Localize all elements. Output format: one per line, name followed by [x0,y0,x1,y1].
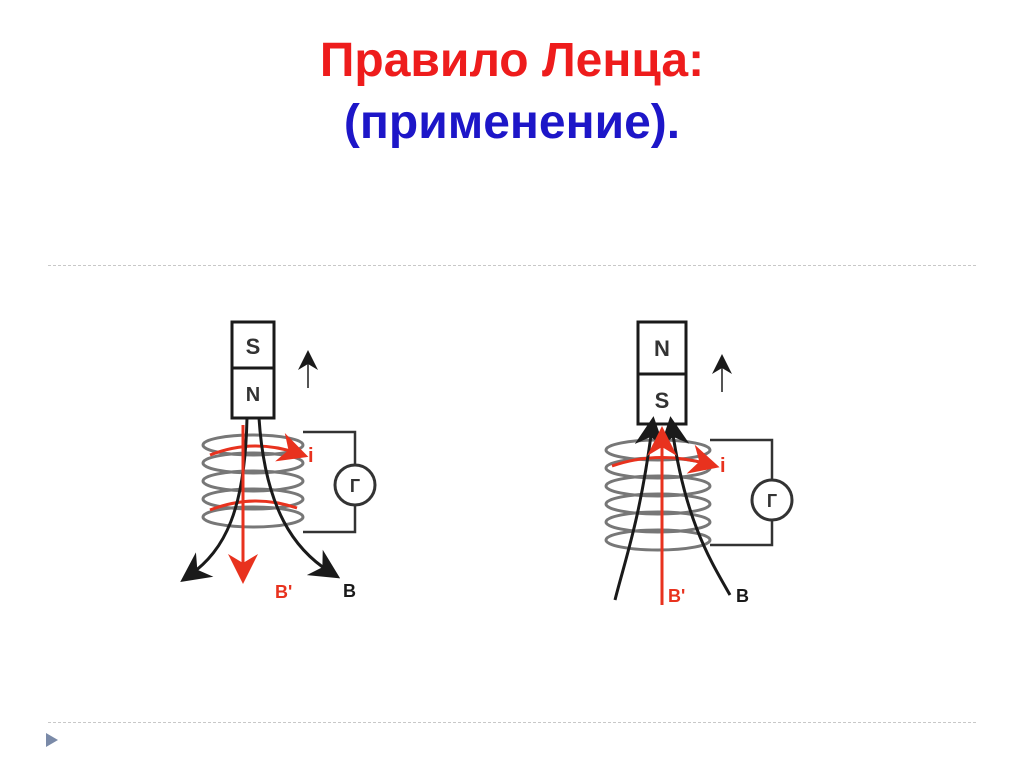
induced-field-label: B' [275,582,292,602]
circuit-wire [303,430,357,534]
galvanometer-icon: Г [333,463,377,507]
triangle-right-icon[interactable] [46,733,58,747]
lenz-diagram-right: N S i B B' [600,310,800,615]
lenz-diagram-left: S N i B B' [175,310,377,615]
magnet-top-pole: S [246,334,261,359]
induced-current-loops [209,432,309,512]
magnet-bottom-pole: N [246,384,260,406]
galvanometer-label: Г [350,476,360,496]
magnetic-field-lines [180,417,341,582]
magnet-top-pole: N [654,336,670,361]
bar-magnet: S N [230,320,276,420]
slide-title: Правило Ленца: (применение). [0,30,1024,154]
circuit-wire [710,438,774,547]
magnet-bottom-pole: S [655,388,670,413]
title-line-2: (применение). [343,96,681,149]
magnetic-field-lines [613,416,732,601]
induced-current-loops [611,444,720,474]
field-label: B [736,586,749,606]
field-label: B [343,581,356,601]
title-line-1: Правило Ленца: [319,34,705,87]
bar-magnet: N S [636,320,688,426]
galvanometer-icon: Г [750,478,794,522]
current-label: i [720,455,726,477]
bottom-divider [48,722,976,723]
induced-field-label: B' [668,586,685,606]
top-divider [48,265,976,266]
current-label: i [308,445,314,467]
galvanometer-label: Г [767,491,777,511]
